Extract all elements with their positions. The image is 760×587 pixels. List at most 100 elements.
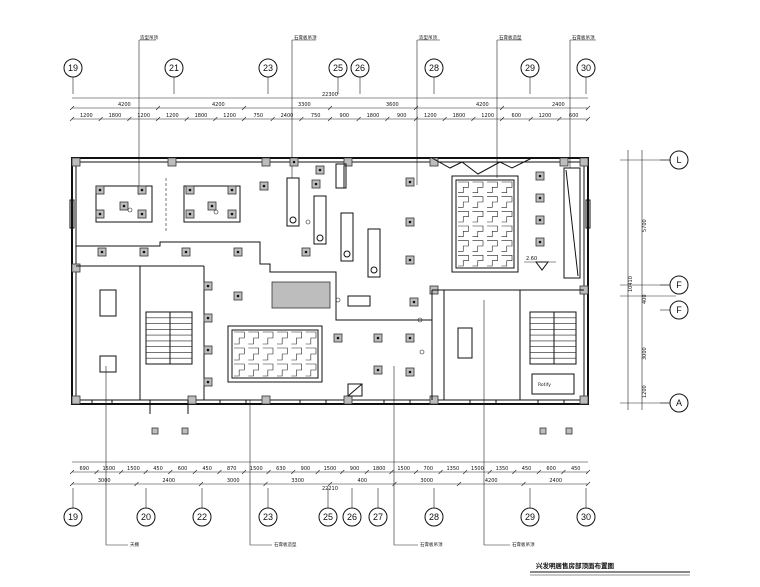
dim-value: 700	[424, 466, 434, 472]
dim-value: 1800	[109, 113, 122, 119]
dim-value: 3300	[291, 478, 304, 484]
dim-value: 3000	[98, 478, 111, 484]
dim-value: 1800	[453, 113, 466, 119]
dim-value: 1500	[250, 466, 263, 472]
top-overall-dim: 22300	[322, 92, 338, 98]
axis-label: 28	[429, 512, 439, 522]
axis-bubble	[342, 507, 362, 527]
drawing-title: 兴发明居售房部顶面布置图	[536, 561, 615, 570]
axis-label: 21	[169, 63, 179, 73]
center-lights	[271, 177, 381, 309]
right-dim: 10410	[628, 276, 634, 292]
dim-value: 1500	[471, 466, 484, 472]
bottom-leaders: 天棚 石膏板造型 石膏板吊顶 石膏板吊顶	[105, 300, 535, 548]
axis-bubble	[576, 58, 596, 78]
top-dimension-group: 22300 4200 4200 3300 3600 4200 2400 1200…	[69, 92, 591, 122]
top-tick-marks	[69, 105, 591, 122]
dim-value: 450	[153, 466, 163, 472]
dim-value: 600	[512, 113, 522, 119]
dim-value: 900	[340, 113, 350, 119]
axis-label: 26	[355, 63, 365, 73]
dim-value: 900	[397, 113, 407, 119]
dim-value: 870	[227, 466, 237, 472]
top-dim-r1: 3300	[298, 102, 311, 108]
axis-bubble	[669, 275, 689, 295]
dim-value: 1200	[424, 113, 437, 119]
axis-label: A	[676, 398, 682, 408]
dim-value: 1500	[127, 466, 140, 472]
top-dim-r1: 2400	[552, 102, 565, 108]
top-leaders: 造型吊顶 石膏板吊顶 造型吊顶 石膏板造型 石膏板吊顶	[138, 34, 596, 195]
leader-label: 石膏板造型	[274, 541, 297, 548]
dim-value: 3000	[420, 478, 433, 484]
right-dim: 3000	[642, 347, 648, 360]
dim-value: 1200	[137, 113, 150, 119]
axis-bubble	[368, 507, 388, 527]
axis-label: 27	[373, 512, 383, 522]
axis-bubble	[164, 58, 184, 78]
dim-value: 900	[301, 466, 311, 472]
dim-value: 600	[546, 466, 556, 472]
axis-label: 19	[68, 63, 78, 73]
right-dim: 400	[642, 294, 648, 304]
downlight-set	[95, 157, 545, 387]
dim-value: 1800	[195, 113, 208, 119]
dim-value: 900	[350, 466, 360, 472]
axis-bubble	[328, 58, 348, 78]
dim-value: 1200	[481, 113, 494, 119]
axis-bubble	[669, 393, 689, 413]
dim-value: 2400	[549, 478, 562, 484]
leader-label: 石膏板吊顶	[512, 541, 535, 548]
axis-bubble	[63, 58, 83, 78]
dim-value: 2400	[281, 113, 294, 119]
axis-bubble	[424, 507, 444, 527]
axis-label: F	[676, 305, 682, 315]
axis-label: 30	[581, 512, 591, 522]
axis-label: L	[676, 155, 681, 165]
axis-bubble	[192, 507, 212, 527]
axis-label: 30	[581, 63, 591, 73]
leader-label: 石膏板造型	[499, 34, 522, 41]
axis-label: 25	[333, 63, 343, 73]
dim-value: 600	[178, 466, 188, 472]
dim-value: 1200	[539, 113, 552, 119]
dim-value: 750	[311, 113, 321, 119]
top-dim-r1: 4200	[118, 102, 131, 108]
leader-label: 石膏板吊顶	[420, 541, 443, 548]
leader-label: 造型吊顶	[419, 34, 437, 41]
right-dimension-group: 5700 10410 400 3000 1200	[620, 150, 676, 410]
axis-bubble	[318, 507, 338, 527]
ceiling-panel	[95, 185, 153, 223]
axis-bubble	[258, 507, 278, 527]
ceiling-panel	[183, 185, 241, 223]
axis-bubble	[669, 150, 689, 170]
dim-value: 1200	[80, 113, 93, 119]
axis-bubble	[424, 58, 444, 78]
room-label: Rotify	[538, 382, 551, 388]
dim-value: 1200	[223, 113, 236, 119]
axis-bubble	[669, 300, 689, 320]
dim-value: 1500	[102, 466, 115, 472]
bottom-tick-marks	[69, 469, 591, 487]
left-room	[95, 178, 241, 373]
leader-label: 天棚	[130, 541, 139, 548]
dim-value: 450	[571, 466, 581, 472]
left-stair	[145, 311, 193, 365]
bottom-overall-dim: 22210	[322, 486, 338, 492]
right-dim: 5700	[642, 219, 648, 232]
axis-bubble	[258, 58, 278, 78]
dim-value: 1500	[324, 466, 337, 472]
dim-value: 1800	[373, 466, 386, 472]
dim-value: 2400	[162, 478, 175, 484]
ceiling-level: 2.60	[526, 256, 537, 262]
axis-label: 29	[525, 512, 535, 522]
lattice-panel-right	[451, 175, 519, 273]
dim-value: 600	[569, 113, 579, 119]
exterior-markers	[151, 427, 573, 435]
axis-label: 20	[141, 512, 151, 522]
